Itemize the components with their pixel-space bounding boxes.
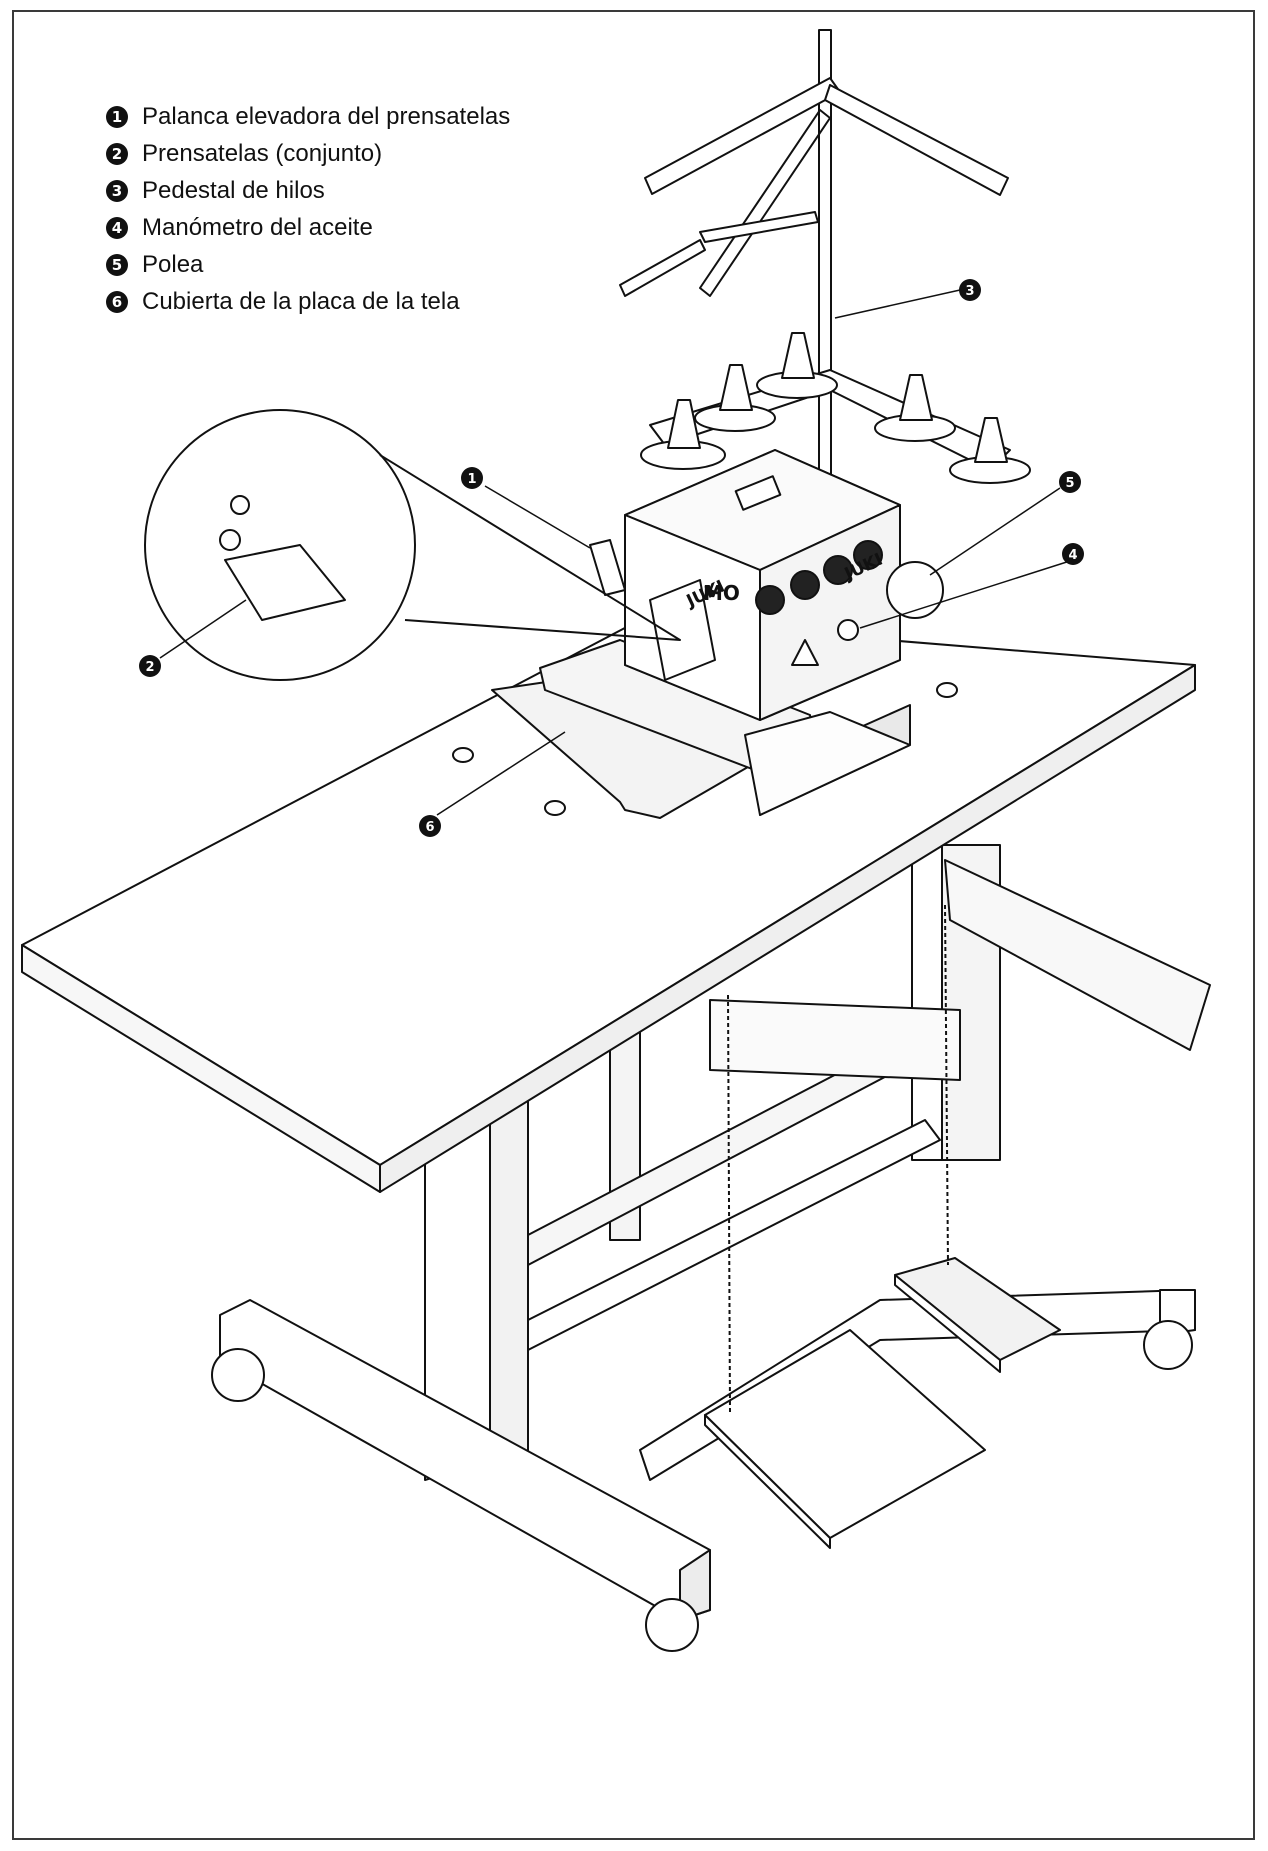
callout-2: 2 [139,655,161,677]
callout-number: 1 [467,472,476,487]
callout-6: 6 [419,815,441,837]
legend-item-presser-foot: 2 Prensatelas (conjunto) [106,135,510,172]
table-top [21,619,1196,1193]
legend-number-badge: 5 [106,253,128,276]
callout-number: 2 [145,660,154,675]
legend-item-oil-gauge: 4 Manómetro del aceite [106,209,510,246]
legend-label: Manómetro del aceite [142,213,373,241]
callout-number: 4 [1068,548,1077,563]
legend-number-badge: 6 [106,290,128,313]
callout-number: 6 [425,820,434,835]
thread-stand [619,29,1031,486]
legend-label: Prensatelas (conjunto) [142,139,383,167]
legend-number-badge: 1 [106,105,128,128]
legend-number-badge: 3 [106,179,128,202]
table-stand [211,844,1211,1652]
thread-cone [694,364,776,432]
thread-cone [874,374,956,442]
legend-label: Pedestal de hilos [142,176,325,204]
legend-number-badge: 4 [106,216,128,239]
legend-label: Palanca elevadora del prensatelas [142,102,511,130]
callout-1: 1 [461,467,483,489]
legend-label: Polea [142,250,204,278]
legend-item-cloth-plate-cover: 6 Cubierta de la placa de la tela [106,283,510,320]
model-badge: MO [703,581,740,605]
parts-legend: 1 Palanca elevadora del prensatelas 2 Pr… [106,98,510,320]
legend-label: Cubierta de la placa de la tela [142,287,460,315]
callout-3: 3 [959,279,981,301]
callout-5: 5 [1059,471,1081,493]
thread-cone [640,399,726,470]
callout-4: 4 [1062,543,1084,565]
thread-cone [949,417,1031,484]
legend-item-pulley: 5 Polea [106,246,510,283]
legend-item-thread-stand: 3 Pedestal de hilos [106,172,510,209]
legend-item-lifter: 1 Palanca elevadora del prensatelas [106,98,510,135]
thread-cone [756,332,838,399]
legend-number-badge: 2 [106,142,128,165]
leader-lines [159,289,1074,816]
overlock-machine [539,449,944,816]
callout-number: 5 [1065,476,1074,491]
callout-number: 3 [965,284,974,299]
presser-foot-detail-inset [144,409,681,681]
